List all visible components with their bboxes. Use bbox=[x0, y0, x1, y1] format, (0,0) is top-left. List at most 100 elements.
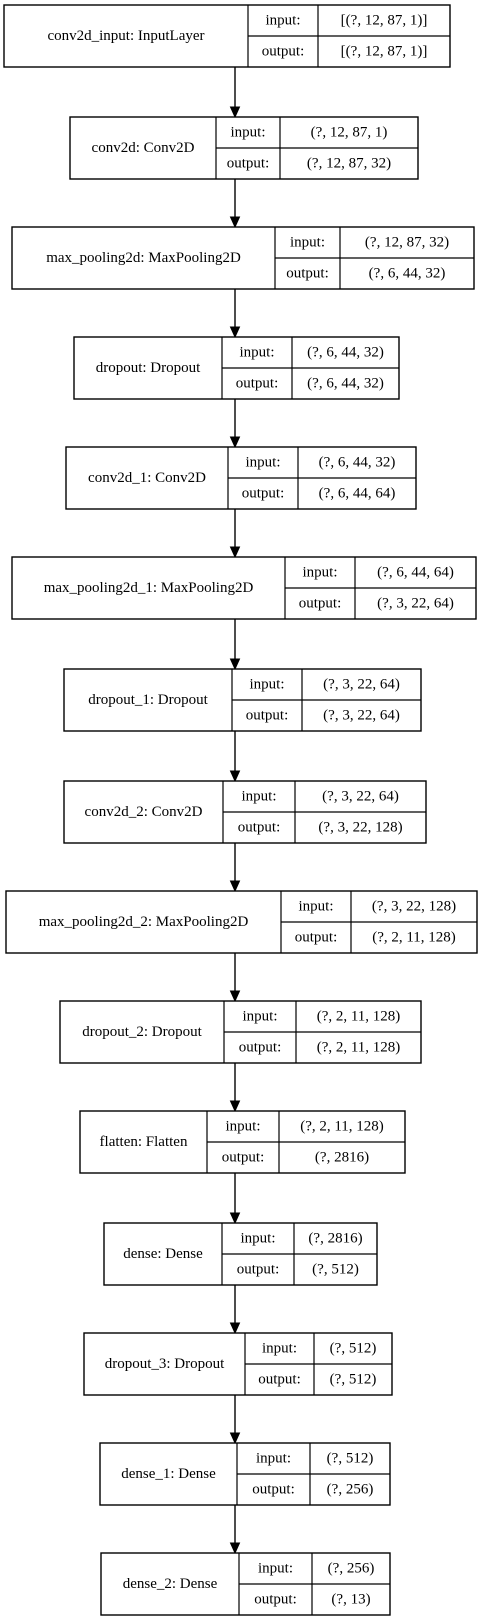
input-shape: (?, 512) bbox=[327, 1451, 374, 1467]
output-shape: (?, 3, 22, 64) bbox=[377, 596, 454, 612]
layer-node: dropout_2: Dropout input: output: (?, 2, 11… bbox=[59, 1000, 422, 1064]
input-label: input: bbox=[239, 345, 274, 361]
arrow-head-icon bbox=[229, 1212, 241, 1225]
layer-node: dropout: Dropout input: output: (?, 6, 44, … bbox=[73, 336, 400, 400]
layer-name: dropout_3: Dropout bbox=[105, 1356, 225, 1372]
output-label: output: bbox=[262, 44, 305, 60]
arrow-head-icon bbox=[229, 106, 241, 119]
input-label: input: bbox=[290, 235, 325, 251]
layer-name: conv2d_1: Conv2D bbox=[88, 470, 206, 486]
output-label: output: bbox=[254, 1592, 297, 1608]
arrow-head-icon bbox=[229, 1542, 241, 1555]
input-label: input: bbox=[249, 677, 284, 693]
output-shape: (?, 3, 22, 128) bbox=[318, 820, 402, 836]
output-label: output: bbox=[222, 1150, 265, 1166]
output-shape: (?, 6, 44, 64) bbox=[319, 486, 396, 502]
arrow-head-icon bbox=[229, 658, 241, 671]
flow-arrow bbox=[229, 843, 241, 893]
output-shape: (?, 6, 44, 32) bbox=[369, 266, 446, 282]
input-shape: (?, 3, 22, 64) bbox=[322, 789, 399, 805]
output-label: output: bbox=[236, 376, 279, 392]
output-label: output: bbox=[299, 596, 342, 612]
input-label: input: bbox=[298, 899, 333, 915]
flow-arrow bbox=[229, 1173, 241, 1225]
output-label: output: bbox=[258, 1372, 301, 1388]
layer-name: max_pooling2d_2: MaxPooling2D bbox=[39, 914, 249, 930]
input-label: input: bbox=[225, 1119, 260, 1135]
flow-arrow bbox=[229, 399, 241, 449]
input-shape: (?, 6, 44, 32) bbox=[319, 455, 396, 471]
input-shape: (?, 6, 44, 64) bbox=[377, 565, 454, 581]
output-shape: (?, 256) bbox=[327, 1482, 374, 1498]
input-label: input: bbox=[242, 1009, 277, 1025]
nodes-layer: conv2d_input: InputLayerinput:output:[(?… bbox=[3, 4, 478, 1616]
edges-layer bbox=[229, 67, 241, 1555]
output-shape: (?, 2, 11, 128) bbox=[372, 930, 456, 946]
output-label: output: bbox=[295, 930, 338, 946]
input-shape: (?, 12, 87, 32) bbox=[365, 235, 449, 251]
layer-name: dense_1: Dense bbox=[121, 1466, 216, 1482]
input-label: input: bbox=[230, 125, 265, 141]
flow-arrow bbox=[229, 179, 241, 229]
arrow-head-icon bbox=[229, 216, 241, 229]
flow-arrow bbox=[229, 619, 241, 671]
arrow-head-icon bbox=[229, 1322, 241, 1335]
flow-arrow bbox=[229, 731, 241, 783]
layer-name: dropout_2: Dropout bbox=[82, 1024, 202, 1040]
output-shape: (?, 2816) bbox=[315, 1150, 369, 1166]
output-shape: [(?, 12, 87, 1)] bbox=[341, 44, 428, 60]
input-label: input: bbox=[240, 1231, 275, 1247]
arrow-head-icon bbox=[229, 990, 241, 1003]
arrow-head-icon bbox=[229, 546, 241, 559]
layer-name: dropout: Dropout bbox=[96, 360, 201, 376]
layer-name: dropout_1: Dropout bbox=[88, 692, 208, 708]
output-shape: (?, 2, 11, 128) bbox=[317, 1040, 401, 1056]
input-shape: (?, 2, 11, 128) bbox=[317, 1009, 401, 1025]
output-label: output: bbox=[237, 1262, 280, 1278]
layer-name: dense: Dense bbox=[123, 1246, 203, 1262]
input-shape: (?, 2816) bbox=[308, 1231, 362, 1247]
arrow-head-icon bbox=[229, 1100, 241, 1113]
input-label: input: bbox=[262, 1341, 297, 1357]
flow-arrow bbox=[229, 953, 241, 1003]
flow-arrow bbox=[229, 1505, 241, 1555]
input-shape: (?, 12, 87, 1) bbox=[311, 125, 388, 141]
output-label: output: bbox=[252, 1482, 295, 1498]
flow-arrow bbox=[229, 67, 241, 119]
flow-arrow bbox=[229, 509, 241, 559]
input-label: input: bbox=[302, 565, 337, 581]
layer-name: conv2d_2: Conv2D bbox=[85, 804, 203, 820]
arrow-head-icon bbox=[229, 770, 241, 783]
output-shape: (?, 12, 87, 32) bbox=[307, 156, 391, 172]
input-shape: (?, 256) bbox=[328, 1561, 375, 1577]
output-shape: (?, 6, 44, 32) bbox=[307, 376, 384, 392]
layer-node: max_pooling2d_2: MaxPooling2D input: outpu… bbox=[5, 890, 478, 954]
input-label: input: bbox=[265, 13, 300, 29]
layer-name: dense_2: Dense bbox=[123, 1576, 218, 1592]
arrow-head-icon bbox=[229, 1432, 241, 1445]
layer-node: conv2d_input: InputLayerinput:output:[(?… bbox=[3, 4, 451, 68]
layer-name: conv2d: Conv2D bbox=[92, 140, 195, 156]
output-shape: (?, 3, 22, 64) bbox=[323, 708, 400, 724]
input-label: input: bbox=[241, 789, 276, 805]
arrow-head-icon bbox=[229, 326, 241, 339]
arrow-head-icon bbox=[229, 880, 241, 893]
layer-node: max_pooling2d: MaxPooling2D input: output:… bbox=[11, 226, 475, 290]
input-shape: (?, 6, 44, 32) bbox=[307, 345, 384, 361]
flow-arrow bbox=[229, 289, 241, 339]
input-shape: (?, 3, 22, 64) bbox=[323, 677, 400, 693]
output-label: output: bbox=[286, 266, 329, 282]
output-shape: (?, 512) bbox=[330, 1372, 377, 1388]
output-label: output: bbox=[239, 1040, 282, 1056]
layer-name: max_pooling2d: MaxPooling2D bbox=[46, 250, 241, 266]
output-shape: (?, 13) bbox=[331, 1592, 370, 1608]
input-shape: (?, 3, 22, 128) bbox=[372, 899, 456, 915]
